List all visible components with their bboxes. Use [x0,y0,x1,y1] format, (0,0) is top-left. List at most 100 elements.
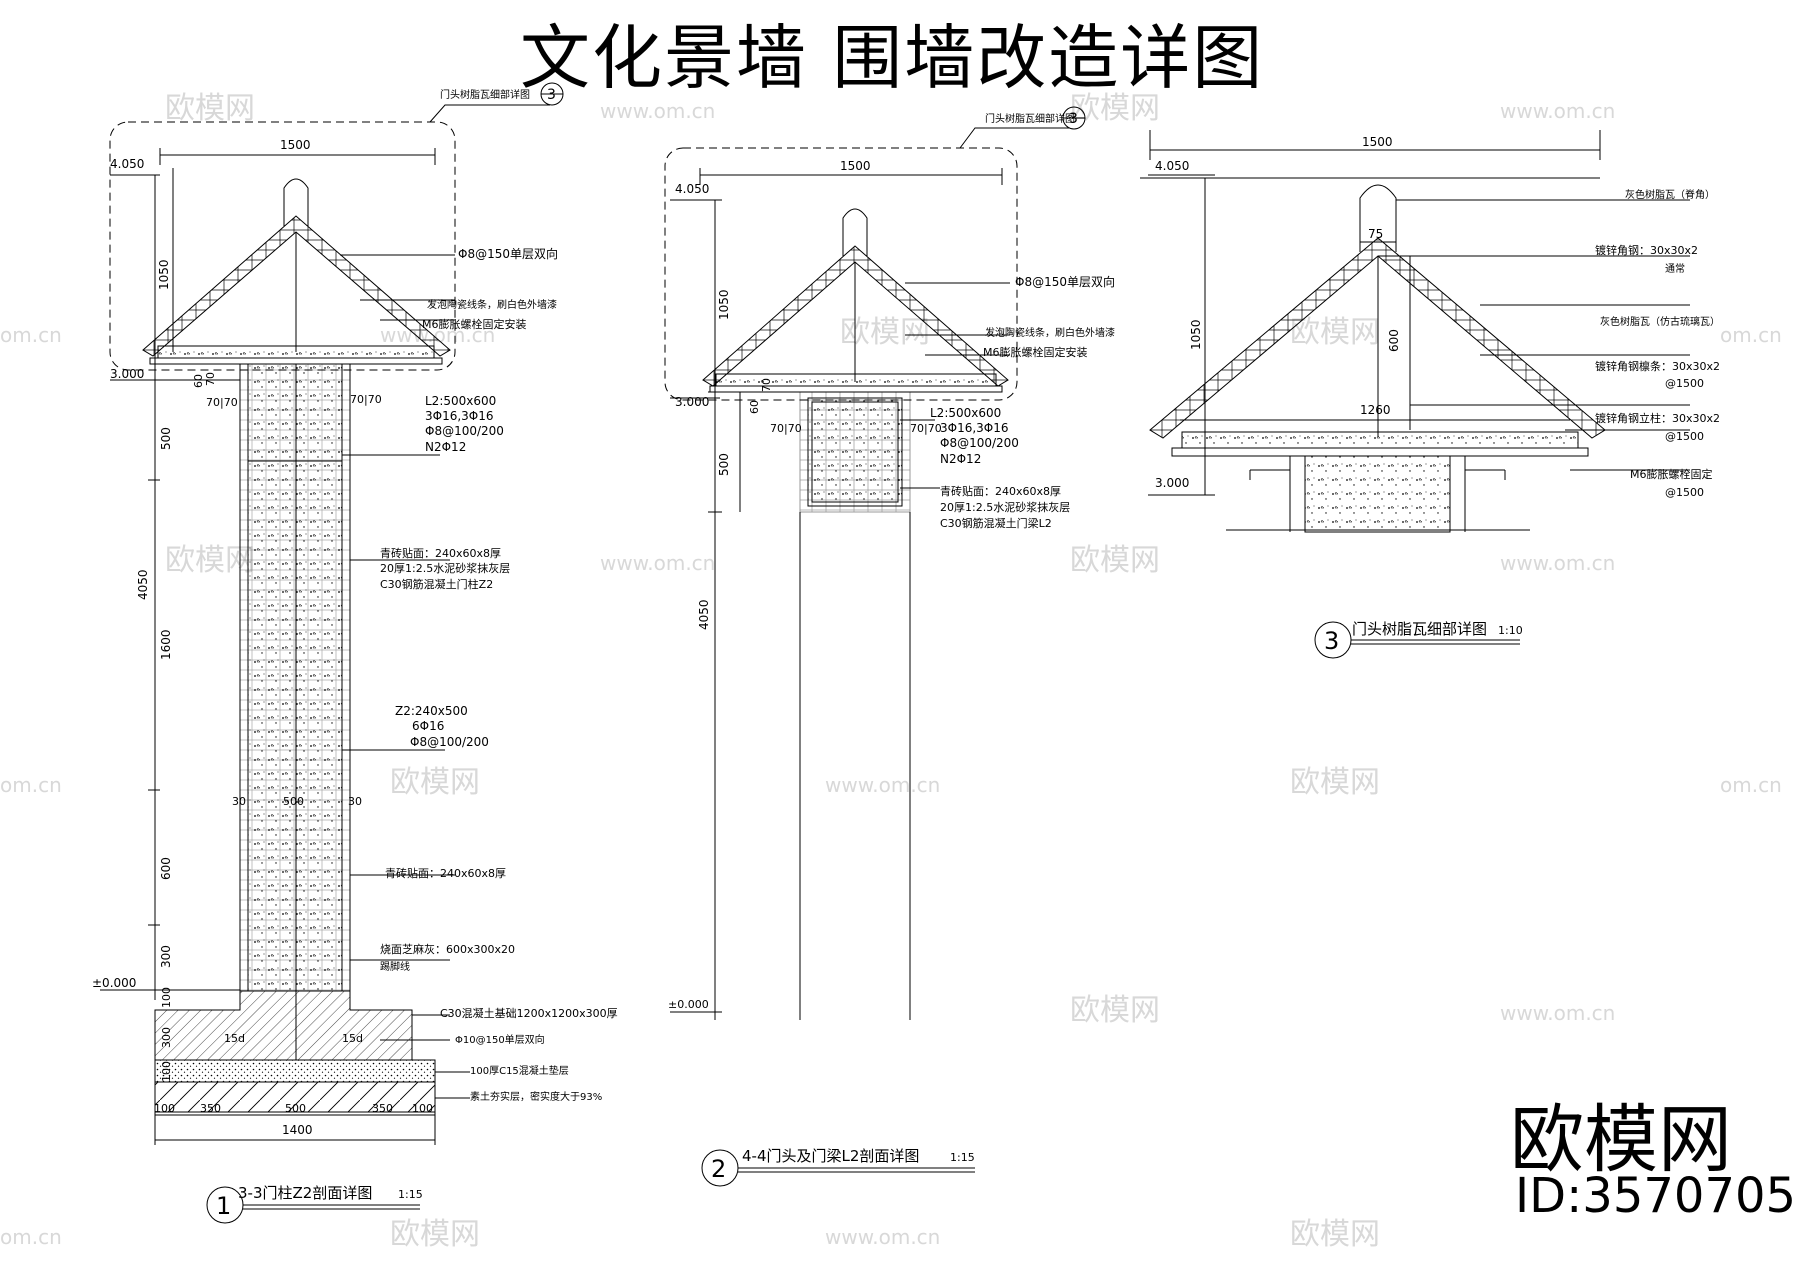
dim-b350-left: 350 [200,1102,221,1115]
note-found-2: Φ10@150单层双向 [455,1033,545,1046]
caption-title-1: 3-3门柱Z2剖面详图 [238,1184,372,1202]
note-stone-1: 烧面芝麻灰：600x300x20 [380,942,515,956]
note-beam-1: L2:500x600 [930,406,1001,420]
dim-total-height: 4050 [697,599,711,630]
watermark-brand: 欧模网 [1070,993,1160,1028]
view-1-texts: 门头树脂瓦细部详图 3 1500 4.050 3.000 ±0.000 1050… [92,87,618,1220]
foundation [154,990,413,1061]
note-beam-4: N2Φ12 [940,452,981,466]
note-ridge-tile: 灰色树脂瓦（脊角） [1625,188,1715,201]
watermark-brand: 欧模网 [1290,765,1380,800]
dim-inner-width: 1260 [1360,403,1391,417]
watermark-edge: om.cn [1720,773,1782,797]
dim-b100-right: 100 [412,1102,433,1115]
dim-col-30-left: 30 [232,795,246,808]
note-foam-line: 发泡陶瓷线条，刷白色外墙漆 [985,326,1115,339]
dim-col-500: 500 [283,795,304,808]
watermark-brand: 欧模网 [1290,315,1380,350]
dim-f100: 100 [160,1061,173,1082]
watermark-edge: om.cn [0,1225,62,1249]
view-2-beam-section [664,106,1086,1187]
note-brick-1: 青砖贴面：240x60x8厚 [940,484,1061,498]
note-m6-bolt: M6膨胀螺栓固定安装 [983,345,1088,359]
caption-title-2: 4-4门头及门梁L2剖面详图 [742,1147,919,1165]
elev-zero: ±0.000 [92,976,136,990]
note-bolt-a: M6膨胀螺栓固定 [1630,467,1713,481]
dim-seg-60: 60 [192,374,205,388]
note-beam-4: N2Φ12 [425,440,466,454]
note-found-1: C30混凝土基础1200x1200x300厚 [440,1006,618,1020]
caption-num-3: 3 [1324,627,1339,655]
caption-scale-3: 1:10 [1498,624,1523,637]
soil-layer [154,1081,436,1113]
note-brick-4: 青砖贴面：240x60x8厚 [385,866,506,880]
roof-slab [715,373,997,387]
note-beam-3: Φ8@100/200 [940,436,1019,450]
note-rebar-roof: Φ8@150单层双向 [458,246,558,261]
note-beam-2: 3Φ16,3Φ16 [940,421,1009,435]
note-found-3: 100厚C15混凝土垫层 [470,1064,569,1077]
callout-leader [429,104,550,123]
dim-seg-100: 100 [160,987,173,1008]
note-post-b: @1500 [1665,430,1704,443]
caption-num-2: 2 [711,1155,726,1183]
dim-ridge-width: 75 [1368,227,1383,241]
cushion-layer [154,1059,436,1083]
watermark-brand: 欧模网 [165,91,255,126]
note-brick-3: C30钢筋混凝土门柱Z2 [380,577,493,591]
roof-slab [1181,431,1579,449]
note-rebar-roof: Φ8@150单层双向 [1015,274,1115,289]
dim-seg-1600: 1600 [159,629,173,660]
elev-top: 4.050 [1155,159,1189,173]
watermark-edge: om.cn [0,773,62,797]
roof [142,215,451,357]
caption-num-1: 1 [216,1192,231,1220]
column-facing [239,363,351,992]
brand-id-text: ID:3570705 [1515,1168,1797,1224]
note-steel-1a: 镀锌角钢：30x30x2 [1595,243,1698,257]
watermarks: 欧模网 www.om.cn 欧模网 www.om.cn om.cn www.om… [0,91,1782,1252]
view-3-texts: 1500 4.050 3.000 1050 75 600 1260 灰色树脂瓦（… [1155,135,1720,655]
note-beam-2: 3Φ16,3Φ16 [425,409,494,423]
dim-b350-right: 350 [372,1102,393,1115]
callout-num: 3 [547,87,556,103]
watermark-brand: 欧模网 [840,315,930,350]
watermark-site: www.om.cn [1500,551,1615,575]
watermark-brand: 欧模网 [1070,91,1160,126]
anchor-left: 15d [224,1032,245,1045]
watermark-edge: om.cn [0,323,62,347]
view-3-roof-detail [1140,130,1690,659]
dim-roof-height: 1050 [157,259,171,290]
watermark-edge: om.cn [1720,323,1782,347]
watermark-brand: 欧模网 [1290,1217,1380,1252]
callout-num: 3 [1069,111,1078,127]
watermark-site: www.om.cn [600,99,715,123]
dim-seg-300: 300 [159,945,173,968]
note-purlin-b: @1500 [1665,377,1704,390]
dim-seg-500: 500 [159,427,173,450]
dim-b500: 500 [285,1102,306,1115]
watermark-site: www.om.cn [600,551,715,575]
elev-zero: ±0.000 [668,998,709,1011]
watermark-site: www.om.cn [1500,99,1615,123]
watermark-site: www.om.cn [1500,1001,1615,1025]
column-top [1304,455,1451,533]
note-z2-3: Φ8@100/200 [410,735,489,749]
dim-gap-right: 70|70 [910,422,942,435]
note-brick-2: 20厚1:2.5水泥砂浆抹灰层 [380,561,510,575]
dim-roof-height: 1050 [1189,319,1203,350]
ridge-cap [1359,184,1397,252]
watermark-brand: 欧模网 [390,765,480,800]
view-1-column-section [100,82,564,1224]
dim-col-30-right: 30 [348,795,362,808]
caption-title-3: 门头树脂瓦细部详图 [1352,620,1487,638]
dim-roof-width: 1500 [840,159,871,173]
dim-seg-60: 60 [748,400,761,414]
roof-slab [157,345,435,359]
note-resin-tile: 灰色树脂瓦（仿古琉璃瓦） [1600,315,1720,328]
note-beam-1: L2:500x600 [425,394,496,408]
note-z2-1: Z2:240x500 [395,704,468,718]
note-brick-3: C30钢筋混凝土门梁L2 [940,516,1052,530]
callout-ref-text: 门头树脂瓦细部详图 [985,112,1075,125]
